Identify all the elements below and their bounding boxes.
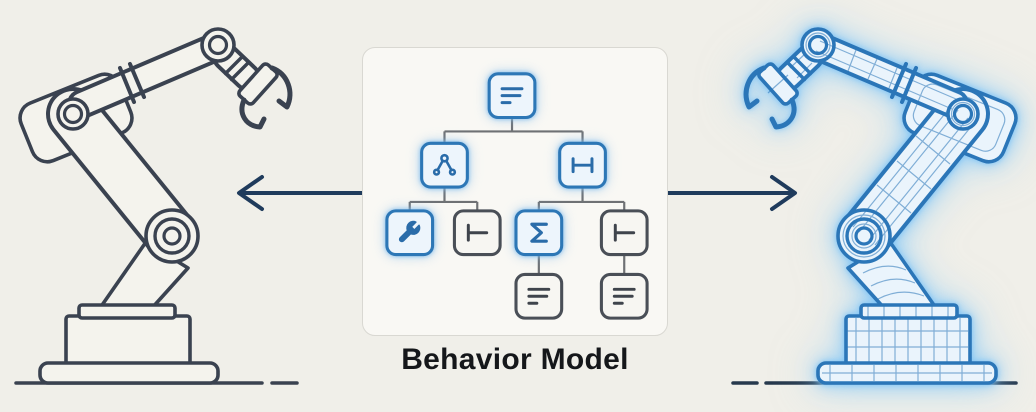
tree-node-wrench [385, 209, 435, 257]
tree-node-sigma [514, 209, 564, 257]
arrow-left [237, 175, 367, 211]
tree-node-tack-right [599, 209, 649, 257]
compass-icon [432, 153, 457, 176]
tree-node-root [487, 72, 537, 120]
behavior-model-panel [362, 47, 668, 336]
arrow-right [666, 175, 797, 211]
panel-caption: Behavior Model [401, 343, 629, 376]
tree-node-branch-right [558, 141, 607, 189]
wireframe-robot-arm [746, 29, 1021, 383]
beam-icon [571, 157, 594, 174]
script-icon [612, 287, 636, 305]
wrench-icon [398, 220, 421, 243]
tree-node-tack-left [452, 209, 502, 257]
tree-node-branch-left [420, 141, 469, 189]
line-art-robot-arm [15, 29, 290, 383]
sigma-icon [530, 222, 548, 243]
tack-icon [466, 223, 489, 242]
tree-node-doc-right [599, 272, 649, 320]
tack-icon [613, 223, 636, 242]
tree-connectors [408, 117, 626, 275]
script-icon [527, 287, 551, 305]
script-icon [500, 87, 524, 105]
behavior-tree-diagram [385, 72, 649, 320]
tree-node-doc-left [514, 272, 564, 320]
